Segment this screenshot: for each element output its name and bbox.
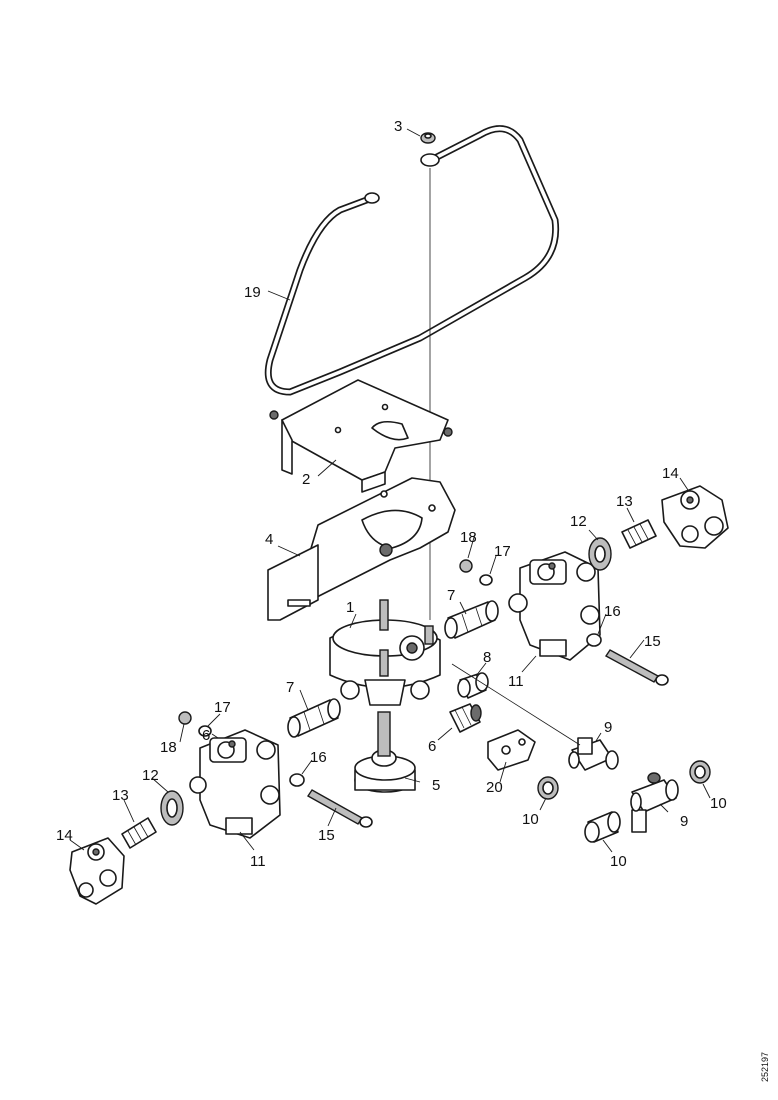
callout-19: 19 — [244, 284, 261, 301]
tee-fitting-upper — [568, 737, 619, 771]
washer-right — [586, 633, 602, 647]
upper-mounting-bracket — [269, 379, 453, 493]
lower-mounting-bracket — [267, 477, 456, 621]
callout-10-right: 10 — [710, 795, 727, 812]
callout-16-right: 16 — [604, 603, 621, 620]
callout-20: 20 — [486, 779, 503, 796]
callout-3: 3 — [394, 118, 402, 135]
cap-bottom — [584, 811, 621, 843]
callout-7-upper: 7 — [447, 587, 455, 604]
cap-left — [537, 776, 559, 800]
relay-valve — [329, 599, 441, 706]
callout-17-left: 17 — [214, 699, 231, 716]
tee-fitting-lower — [630, 772, 679, 833]
bolt-left — [306, 789, 373, 828]
coupling-right — [661, 485, 729, 549]
callout-5: 5 — [432, 777, 440, 794]
washer-small-right — [479, 574, 493, 586]
seal-right — [588, 537, 612, 571]
chamber-housing — [354, 711, 416, 793]
control-valve-right — [508, 551, 601, 661]
callout-12-right: 12 — [570, 513, 587, 530]
callout-15-left: 15 — [318, 827, 335, 844]
callout-18-right: 18 — [460, 529, 477, 546]
coupling-left — [69, 837, 125, 905]
callout-16-left: 16 — [310, 749, 327, 766]
nut-right — [459, 559, 473, 573]
nut-left — [178, 711, 192, 725]
washer-left — [289, 773, 305, 787]
callout-7-lower: 7 — [286, 679, 294, 696]
clamp — [487, 729, 536, 771]
spring-right — [621, 519, 657, 549]
reference-code: 252197 — [760, 1052, 770, 1082]
connector-lower — [287, 698, 341, 738]
spring-left — [121, 817, 157, 849]
callout-14-right: 14 — [662, 465, 679, 482]
callout-10-left: 10 — [522, 811, 539, 828]
threaded-fitting — [449, 703, 482, 733]
brake-pipe — [264, 125, 560, 396]
callout-1: 1 — [346, 599, 354, 616]
callout-18-left: 18 — [160, 739, 177, 756]
callout-8: 8 — [483, 649, 491, 666]
callout-11-right: 11 — [508, 673, 524, 690]
callout-13-left: 13 — [112, 787, 129, 804]
callout-labels: 3 19 2 4 1 5 6 6 7 7 8 9 9 10 10 10 11 1… — [56, 118, 727, 870]
cap-right — [689, 760, 711, 784]
callout-12-left: 12 — [142, 767, 159, 784]
callout-15-right: 15 — [644, 633, 661, 650]
callout-13-right: 13 — [616, 493, 633, 510]
fitting — [457, 672, 489, 699]
washer-small-left — [198, 725, 212, 737]
connector-upper — [444, 600, 499, 639]
bolt-right — [604, 649, 669, 686]
callout-9-lower: 9 — [680, 813, 688, 830]
callout-11-left: 11 — [250, 853, 266, 870]
leader-lines — [69, 128, 711, 853]
callout-4: 4 — [265, 531, 273, 548]
nut — [420, 132, 436, 144]
callout-6-left: 6 — [202, 727, 210, 744]
callout-2: 2 — [302, 471, 310, 488]
control-valve-left — [189, 729, 281, 839]
callout-6-center: 6 — [428, 738, 436, 755]
seal-left — [160, 790, 184, 826]
callout-10-bottom: 10 — [610, 853, 627, 870]
callout-17-right: 17 — [494, 543, 511, 560]
callout-9-upper: 9 — [604, 719, 612, 736]
callout-14-left: 14 — [56, 827, 73, 844]
